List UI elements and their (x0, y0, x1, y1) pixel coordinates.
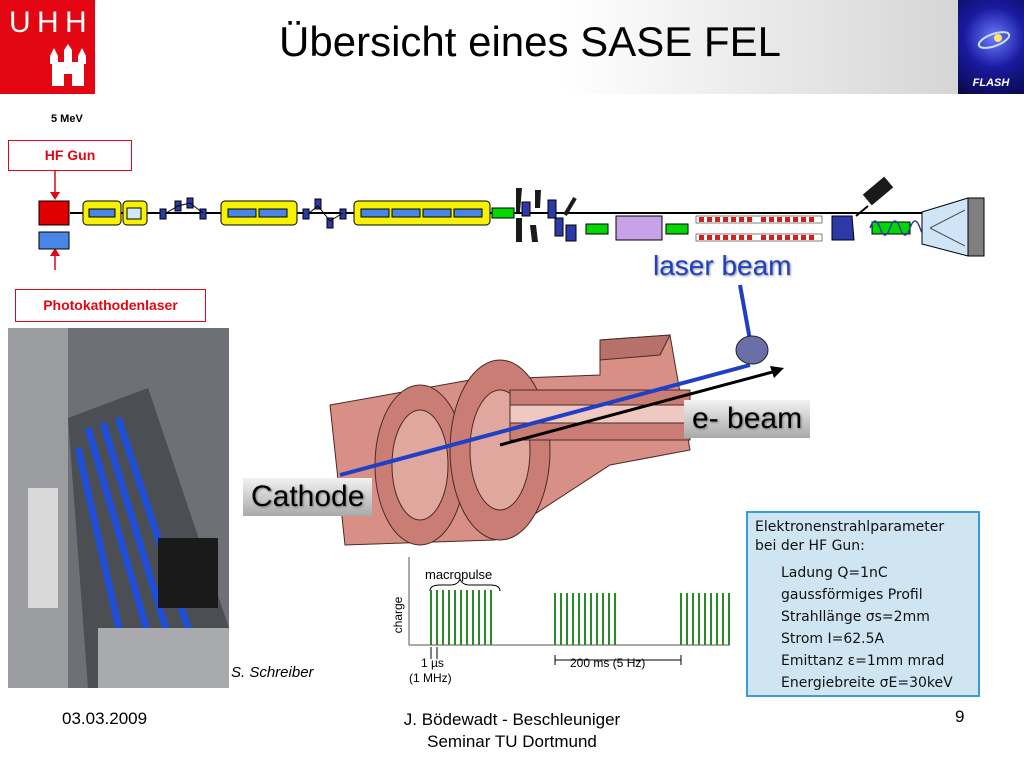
param-energy-spread: Energiebreite σE=30keV (781, 675, 953, 691)
e-beam-label: e- beam (684, 400, 811, 438)
params-heading: Elektronenstrahlparameter bei der HF Gun… (755, 518, 944, 556)
uhh-logo: U H H (0, 0, 95, 94)
param-emittance: Emittanz ε=1mm mrad (781, 653, 945, 669)
beamline-diagram (38, 170, 985, 270)
e-beam-line (499, 368, 781, 447)
interval-short-label: 1 µs (421, 656, 444, 670)
energy-label: 5 MeV (51, 113, 83, 125)
slide-title: Übersicht eines SASE FEL (279, 18, 781, 65)
gun-cavity (38, 200, 70, 226)
charge-axis-label: charge (391, 596, 405, 633)
interval-short-freq-label: (1 MHz) (409, 671, 452, 685)
gun-cutaway (329, 284, 784, 546)
laser-beam-line (339, 363, 751, 477)
footer-author: J. Bödewadt - Beschleuniger Seminar TU D… (362, 709, 662, 753)
footer-date: 03.03.2009 (62, 709, 148, 728)
cathode-label: Cathode (243, 478, 373, 516)
slide-header (0, 0, 1024, 94)
hamburg-castle-icon (50, 44, 86, 86)
photo-credit: S. Schreiber (231, 664, 314, 681)
laser-mirror (735, 335, 769, 365)
laser-beam-label: laser beam (653, 250, 792, 281)
accelerator-photo (8, 328, 229, 688)
flash-swirl-icon (977, 31, 1011, 49)
pulse-structure-diagram: charge macropulse 1 µs (1 MHz) 200 ms (5… (391, 557, 730, 685)
param-charge: Ladung Q=1nC (781, 565, 888, 581)
uhh-logo-text: U H H (9, 6, 87, 39)
macropulse-label: macropulse (425, 567, 492, 582)
hf-gun-label: HF Gun (8, 140, 132, 171)
accelerator-photo-image (8, 328, 229, 688)
param-current: Strom I=62.5A (781, 631, 885, 647)
page-number: 9 (955, 707, 965, 726)
photocathode-laser-label: Photokathodenlaser (15, 289, 206, 322)
param-bunch-length: Strahllänge σs=2mm (781, 609, 930, 625)
footer-author-line2: Seminar TU Dortmund (427, 732, 597, 751)
interval-long-label: 200 ms (5 Hz) (570, 656, 645, 670)
params-heading-line2: bei der HF Gun: (755, 538, 865, 554)
footer-author-line1: J. Bödewadt - Beschleuniger (403, 710, 621, 729)
flash-logo: FLASH (958, 0, 1024, 94)
params-heading-line1: Elektronenstrahlparameter (755, 519, 945, 535)
laser-unit (38, 231, 70, 250)
param-profile: gaussförmiges Profil (781, 587, 923, 603)
electron-beam-parameters: Elektronenstrahlparameter bei der HF Gun… (746, 511, 980, 697)
flash-logo-text: FLASH (972, 77, 1010, 89)
